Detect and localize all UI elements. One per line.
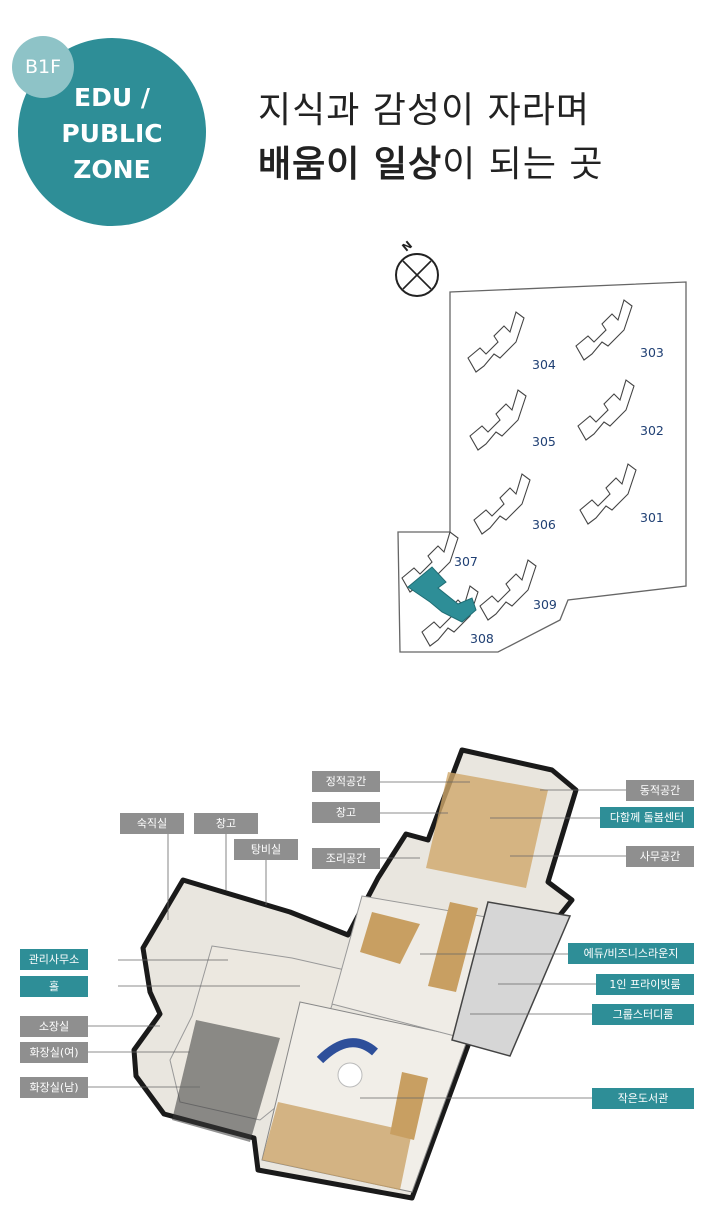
building-306: 306 [532,517,556,532]
floor-badge: B1F [12,36,74,98]
zone-line-2: PUBLIC [61,119,163,148]
care-center-floor [426,772,548,888]
headline-strong: 배움이 일상 [258,144,443,185]
building-footprint-301 [579,463,637,525]
zone-title: EDU / PUBLIC ZONE [18,80,206,188]
label-cooking-space: 조리공간 [312,848,380,869]
building-308: 308 [470,631,494,646]
label-management-office: 관리사무소 [20,949,88,970]
headline-line-1: 지식과 감성이 자라며 [258,90,590,131]
building-footprint-309 [479,559,537,621]
building-footprint-302 [577,379,635,441]
library-sofa [316,1038,378,1064]
label-small-library: 작은도서관 [592,1088,694,1109]
label-quiet-space: 정적공간 [312,771,380,792]
building-footprint-303 [575,299,633,361]
building-numbers: 304 303 305 302 306 301 307 309 308 [454,345,664,646]
label-group-study-room: 그룹스터디룸 [592,1004,694,1025]
study-rooms [451,901,572,1057]
label-hall: 홀 [20,976,88,997]
label-edu-business-lounge: 에듀/비즈니스라운지 [568,943,694,964]
lounge-long-table [428,902,478,992]
building-footprint-305 [469,389,527,451]
building-302: 302 [640,423,664,438]
building-307: 307 [454,554,478,569]
label-restroom-women: 화장실(여) [20,1042,88,1063]
site-boundary [397,281,687,653]
compass-icon: N [395,238,439,297]
label-storage-center: 창고 [312,802,380,823]
label-active-space: 동적공간 [626,780,694,801]
label-director-room: 소장실 [20,1016,88,1037]
label-office-space: 사무공간 [626,846,694,867]
library-desk [390,1072,428,1140]
label-restroom-men: 화장실(남) [20,1077,88,1098]
building-301: 301 [640,510,664,525]
label-care-center: 다함께 돌봄센터 [600,807,694,828]
label-storage-left: 창고 [194,813,258,834]
floor-plan-illustration [131,747,579,1201]
building-303: 303 [640,345,664,360]
building-305: 305 [532,434,556,449]
label-night-duty-room: 숙직실 [120,813,184,834]
building-footprint-308 [421,585,479,647]
lounge-wood-table [360,912,420,964]
toilet-block [172,1020,280,1142]
site-plan: N 304 303 305 302 306 301 307 309 308 [395,238,687,653]
library-table [337,1062,363,1088]
headline-line-2: 배움이 일상이 되는 곳 [258,138,604,192]
building-309: 309 [533,597,557,612]
highlighted-zone [407,566,477,623]
zone-line-3: ZONE [73,155,151,184]
label-private-room: 1인 프라이빗룸 [596,974,694,995]
headline-rest: 이 되는 곳 [442,144,604,185]
library-wood-floor [262,1102,412,1190]
headline: 지식과 감성이 자라며 배움이 일상이 되는 곳 [258,84,604,192]
building-footprint-304 [467,311,525,373]
building-footprint-306 [473,473,531,535]
label-pantry: 탕비실 [234,839,298,860]
zone-line-1: EDU / [74,83,150,112]
building-304: 304 [532,357,556,372]
